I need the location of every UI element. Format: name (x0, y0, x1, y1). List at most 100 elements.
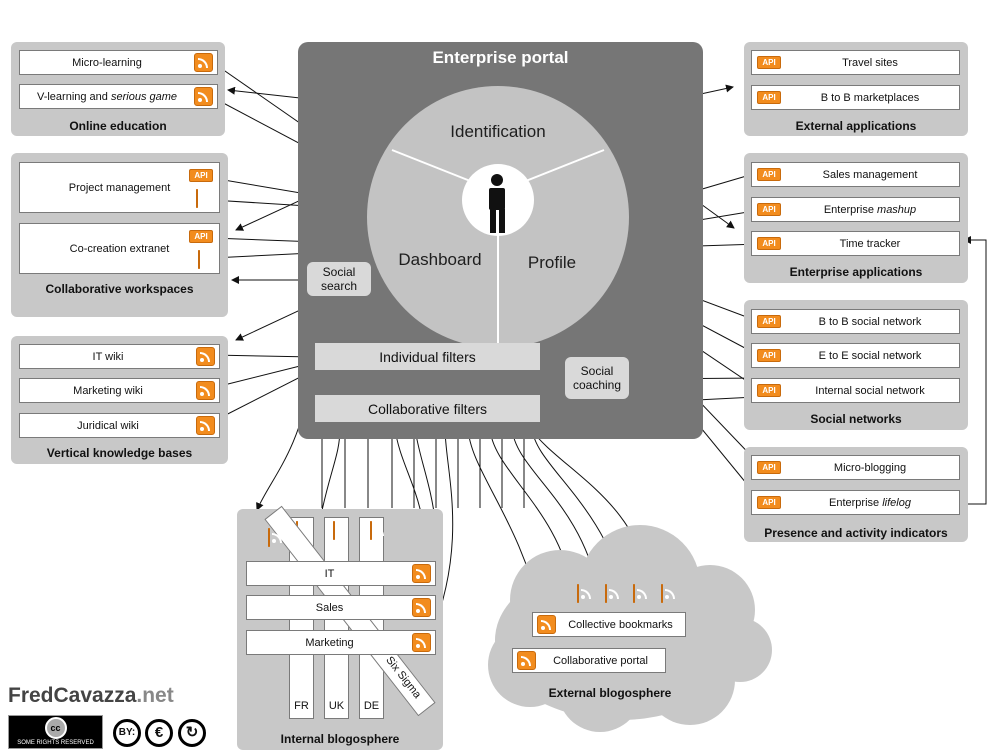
rss-icon (196, 347, 215, 366)
item-label: Co-creation extranet (69, 242, 170, 255)
rss-icon (333, 521, 335, 540)
item-label: Enterprise (829, 496, 880, 509)
item-label: V-learning and (36, 90, 108, 103)
item-label: B to B social network (818, 315, 922, 328)
profile-label: Profile (527, 253, 577, 272)
v-learning-item: V-learning and serious game (19, 84, 218, 109)
item-label: Internal social network (815, 384, 925, 397)
rss-icon (196, 416, 215, 435)
noncommercial-icon: € (145, 719, 173, 747)
rss-icon (412, 564, 431, 583)
api-badge: API (757, 461, 781, 474)
api-badge: API (757, 315, 781, 328)
co-creation-extranet-item: Co-creation extranet (19, 223, 220, 274)
identification-label: Identification (450, 122, 546, 141)
item-label: IT (324, 567, 335, 580)
e-to-e-social-network-item: API E to E social network (751, 343, 960, 368)
rss-icon (412, 633, 431, 652)
collective-bookmarks-item: Collective bookmarks (532, 612, 686, 637)
group-title: Presence and activity indicators (764, 526, 948, 540)
api-badge: API (189, 230, 213, 243)
item-label: Enterprise (823, 203, 874, 216)
b-to-b-marketplaces-item: API B to B marketplaces (751, 85, 960, 110)
b-to-b-social-network-item: API B to B social network (751, 309, 960, 334)
cc-icon: cc (44, 717, 67, 739)
api-badge: API (757, 349, 781, 362)
rss-icon (517, 651, 536, 670)
cc-license-badge: cc SOME RIGHTS RESERVED (8, 715, 103, 749)
item-label: Marketing wiki (73, 384, 143, 397)
marketing-wiki-item: Marketing wiki (19, 378, 220, 403)
it-wiki-item: IT wiki (19, 344, 220, 369)
it-blog-item: IT (246, 561, 436, 586)
item-label: Project management (68, 181, 171, 194)
micro-learning-item: Micro-learning (19, 50, 218, 75)
user-icon (489, 174, 505, 233)
internal-social-network-item: API Internal social network (751, 378, 960, 403)
item-label: Collective bookmarks (568, 618, 673, 631)
individual-filters: Individual filters (315, 343, 540, 370)
rss-icon (577, 584, 579, 603)
api-badge: API (757, 56, 781, 69)
rss-icon (412, 598, 431, 617)
marketing-blog-item: Marketing (246, 630, 436, 655)
rss-icon (661, 584, 663, 603)
brand-name: FredCavazza (8, 684, 137, 707)
rss-icon (605, 584, 607, 603)
group-title: Vertical knowledge bases (46, 446, 193, 460)
social-search: Social search (307, 262, 371, 296)
sales-management-item: API Sales management (751, 162, 960, 187)
api-badge: API (757, 203, 781, 216)
rss-icon (198, 250, 200, 269)
rss-icon (196, 189, 198, 208)
item-label: Collaborative portal (553, 654, 648, 667)
item-label: Marketing (305, 636, 354, 649)
group-title: Internal blogosphere (280, 732, 400, 746)
api-badge: API (189, 169, 213, 182)
item-label: Micro-learning (72, 56, 142, 69)
sales-blog-item: Sales (246, 595, 436, 620)
by-icon: BY: (113, 719, 141, 747)
item-label: Sales (315, 601, 344, 614)
share-alike-icon: ↻ (178, 719, 206, 747)
item-label: Micro-blogging (833, 461, 907, 474)
rss-icon (196, 381, 215, 400)
column-label-fr: FR (294, 700, 309, 712)
item-label: Time tracker (839, 237, 901, 250)
api-badge: API (757, 168, 781, 181)
item-label: IT wiki (92, 350, 124, 363)
api-badge: API (757, 496, 781, 509)
rss-icon (194, 53, 213, 72)
portal-title: Enterprise portal (432, 48, 569, 67)
rss-icon (633, 584, 635, 603)
column-label-uk: UK (328, 700, 345, 712)
juridical-wiki-item: Juridical wiki (19, 413, 220, 438)
rss-icon (370, 521, 372, 540)
item-label-italic: serious game (110, 90, 178, 103)
social-coaching: Social coaching (565, 357, 629, 399)
api-badge: API (757, 91, 781, 104)
group-title: External blogosphere (548, 686, 672, 700)
connector-arrow (211, 352, 315, 361)
item-label: E to E social network (818, 349, 922, 362)
time-tracker-item: API Time tracker (751, 231, 960, 256)
item-label-italic: mashup (877, 203, 917, 216)
item-label: B to B marketplaces (820, 91, 920, 104)
item-label: Sales management (822, 168, 918, 181)
column-label-de: DE (363, 700, 380, 712)
cc-badge-text: SOME RIGHTS RESERVED (17, 740, 94, 746)
enterprise-lifelog-item: API Enterprise lifelog (751, 490, 960, 515)
api-badge: API (757, 384, 781, 397)
group-title: External applications (795, 119, 917, 133)
rss-icon (194, 87, 213, 106)
item-label: Juridical wiki (77, 419, 139, 432)
brand-tld: .net (136, 684, 174, 707)
travel-sites-item: API Travel sites (751, 50, 960, 75)
group-title: Online education (69, 119, 167, 133)
project-management-item: Project management (19, 162, 220, 213)
collaborative-filters: Collaborative filters (315, 395, 540, 422)
group-title: Social networks (810, 412, 902, 426)
item-label: Travel sites (842, 56, 898, 69)
